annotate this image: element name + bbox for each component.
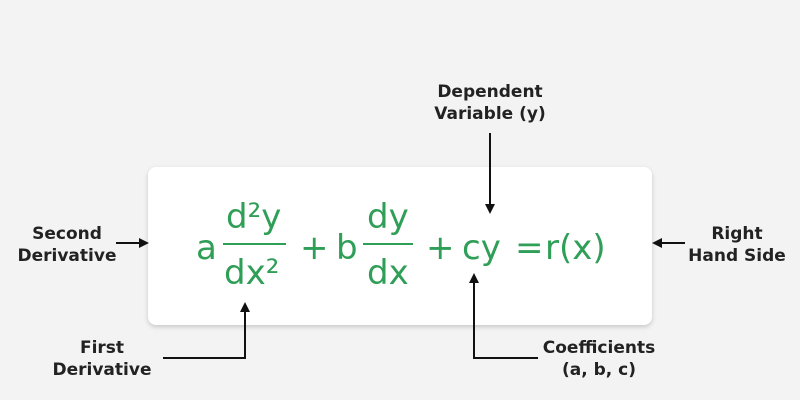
- equation-card: [148, 167, 652, 325]
- second-derivative-label: Second Derivative: [12, 223, 122, 267]
- second-derivative-label-line-2: Derivative: [17, 246, 117, 266]
- plus-sign-2: +: [426, 228, 455, 268]
- coefficients-label: Coefficients (a, b, c): [536, 337, 662, 381]
- second-derivative-numerator: d²y: [226, 197, 282, 237]
- second-derivative-fraction-bar: [223, 243, 286, 245]
- right-hand-side-label: Right Hand Side: [682, 223, 792, 267]
- first-derivative-label-line-2: Derivative: [52, 360, 152, 380]
- dependent-variable-label: Dependent Variable (y): [430, 81, 550, 125]
- cy-term: cy: [462, 228, 501, 268]
- first-derivative-label-line-1: First: [79, 338, 125, 358]
- right-hand-side-label-line-2: Hand Side: [688, 246, 786, 266]
- coefficient-b: b: [336, 228, 358, 268]
- equals-sign: =: [515, 228, 544, 268]
- coefficient-a: a: [196, 228, 217, 268]
- second-derivative-label-line-1: Second: [32, 224, 102, 244]
- coefficients-label-line-1: Coefficients: [542, 338, 656, 358]
- first-derivative-denominator: dx: [367, 253, 409, 293]
- right-hand-side-label-line-1: Right: [711, 224, 763, 244]
- first-derivative-fraction-bar: [363, 243, 413, 245]
- dependent-variable-label-line-2: Variable (y): [434, 104, 546, 124]
- first-derivative-arrow: [163, 302, 250, 359]
- coefficients-arrow: [469, 273, 538, 359]
- first-derivative-label: First Derivative: [52, 337, 152, 381]
- second-derivative-denominator: dx²: [224, 253, 280, 293]
- right-hand-side-term: r(x): [545, 228, 606, 268]
- coefficients-label-line-2: (a, b, c): [561, 360, 636, 380]
- dependent-variable-label-line-1: Dependent: [437, 82, 543, 102]
- plus-sign-1: +: [300, 228, 329, 268]
- first-derivative-numerator: dy: [367, 197, 409, 237]
